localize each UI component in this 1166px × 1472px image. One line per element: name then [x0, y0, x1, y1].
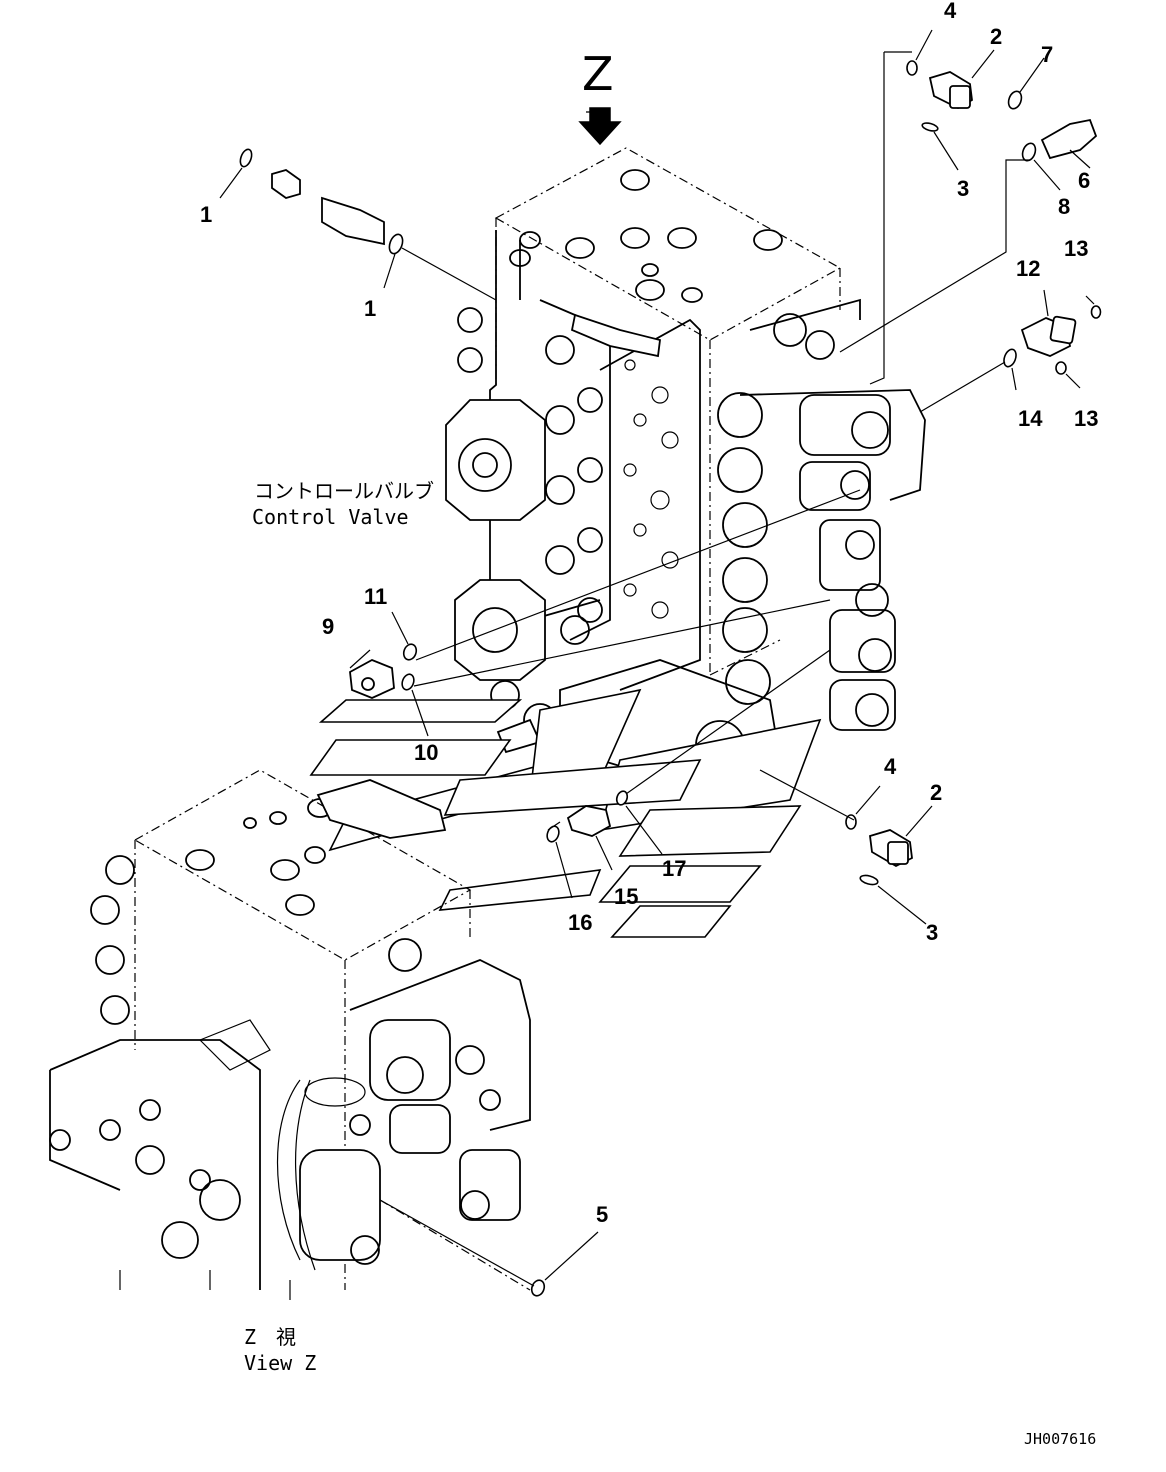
callout-1a: 1: [200, 202, 212, 227]
callout-12: 12: [1016, 256, 1040, 281]
leader-lines: [219, 29, 1095, 1287]
callout-10: 10: [414, 740, 438, 765]
section-planes: [309, 688, 822, 938]
view-z-caption-en: View Z: [244, 1351, 316, 1375]
callout-13b: 13: [1074, 406, 1098, 431]
view-direction-arrow: Z: [578, 47, 622, 146]
loose-parts: [239, 60, 1102, 1297]
callout-5: 5: [596, 1202, 608, 1227]
view-z-caption-jp: Z 視: [244, 1325, 296, 1349]
callout-3a: 3: [957, 176, 969, 201]
control-valve-caption-en: Control Valve: [252, 505, 409, 529]
callout-11: 11: [364, 584, 387, 609]
callout-9: 9: [322, 614, 334, 639]
callout-3b: 3: [926, 920, 938, 945]
callout-6: 6: [1078, 168, 1090, 193]
callout-16: 16: [568, 910, 592, 935]
view-z-valve: [49, 769, 531, 1300]
captions: コントロールバルブ Control Valve Z 視 View Z JH007…: [244, 479, 1096, 1448]
callout-13a: 13: [1064, 236, 1088, 261]
callout-15: 15: [614, 884, 638, 909]
callout-7: 7: [1041, 42, 1053, 67]
callouts: 1 1 2 2 3 3 4 4 5 6 7 8 9 10 11 12 13 13…: [200, 0, 1098, 1227]
callout-8: 8: [1058, 194, 1070, 219]
control-valve-main: [445, 147, 926, 793]
callout-2a: 2: [990, 24, 1002, 49]
drawing-number: JH007616: [1024, 1430, 1096, 1448]
callout-4a: 4: [944, 0, 957, 23]
callout-1b: 1: [364, 296, 376, 321]
callout-4b: 4: [884, 754, 897, 779]
callout-17: 17: [662, 856, 686, 881]
callout-2b: 2: [930, 780, 942, 805]
callout-14: 14: [1018, 406, 1043, 431]
view-arrow-label: Z: [582, 47, 614, 101]
control-valve-caption-jp: コントロールバルブ: [254, 479, 434, 503]
